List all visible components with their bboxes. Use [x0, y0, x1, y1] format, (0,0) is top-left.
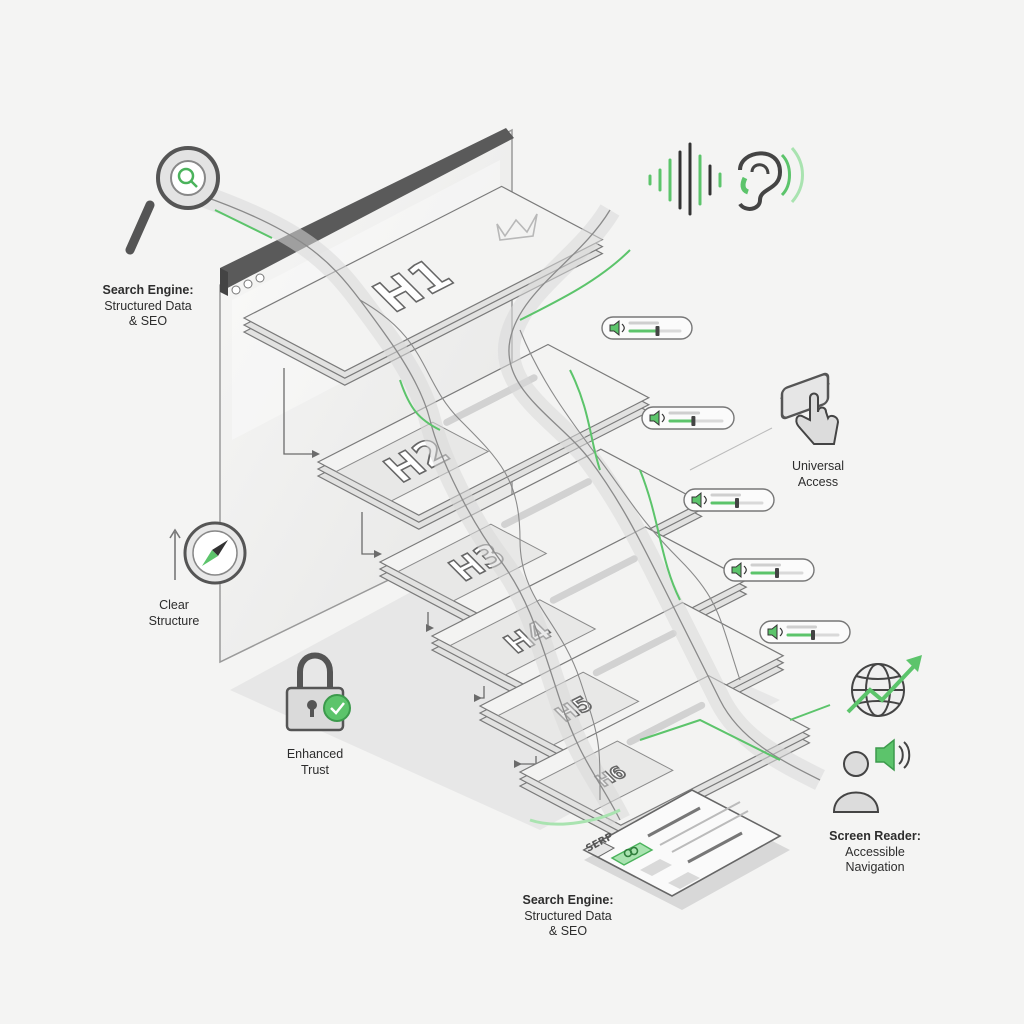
hand-pointer-icon: [780, 373, 838, 444]
volume-thumb[interactable]: [775, 568, 779, 578]
label-line: & SEO: [88, 314, 208, 330]
audio-control[interactable]: [724, 559, 814, 581]
globe-icon: [852, 664, 904, 716]
label-line: Structured Data: [88, 299, 208, 315]
window-dot: [232, 286, 240, 294]
up-arrow-icon: [170, 530, 180, 580]
audio-control[interactable]: [684, 489, 774, 511]
label-enhanced-trust: Enhanced Trust: [275, 747, 355, 778]
label-line: Clear: [134, 598, 214, 614]
speaker-icon: [876, 740, 909, 770]
audio-control[interactable]: [760, 621, 850, 643]
volume-thumb[interactable]: [735, 498, 739, 508]
window-dot: [244, 280, 252, 288]
label-title: Search Engine:: [88, 283, 208, 299]
volume-thumb[interactable]: [811, 630, 815, 640]
audio-control[interactable]: [642, 407, 734, 429]
label-line: Enhanced: [275, 747, 355, 763]
label-title: Screen Reader:: [815, 829, 935, 845]
audio-control[interactable]: [602, 317, 692, 339]
label-screen-reader: Screen Reader: Accessible Navigation: [815, 829, 935, 876]
universal-access-connector: [690, 428, 772, 470]
label-universal-access: Universal Access: [778, 459, 858, 490]
user-icon: [834, 752, 878, 812]
label-line: Access: [778, 475, 858, 491]
label-line: Structure: [134, 614, 214, 630]
label-line: & SEO: [508, 924, 628, 940]
label-search-engine-bottom: Search Engine: Structured Data & SEO: [508, 893, 628, 940]
label-line: Accessible: [815, 845, 935, 861]
label-line: Trust: [275, 763, 355, 779]
sound-wave-icon: [650, 144, 720, 214]
volume-thumb[interactable]: [656, 326, 660, 336]
label-line: Universal: [778, 459, 858, 475]
window-dot: [256, 274, 264, 282]
volume-thumb[interactable]: [691, 416, 695, 426]
label-title: Search Engine:: [508, 893, 628, 909]
compass-icon: [185, 523, 245, 583]
label-line: Structured Data: [508, 909, 628, 925]
ear-icon: [740, 148, 803, 209]
label-search-engine-top: Search Engine: Structured Data & SEO: [88, 283, 208, 330]
label-clear-structure: Clear Structure: [134, 598, 214, 629]
label-line: Navigation: [815, 860, 935, 876]
magnifier-icon: [130, 148, 218, 250]
checkmark-icon: [324, 695, 350, 721]
